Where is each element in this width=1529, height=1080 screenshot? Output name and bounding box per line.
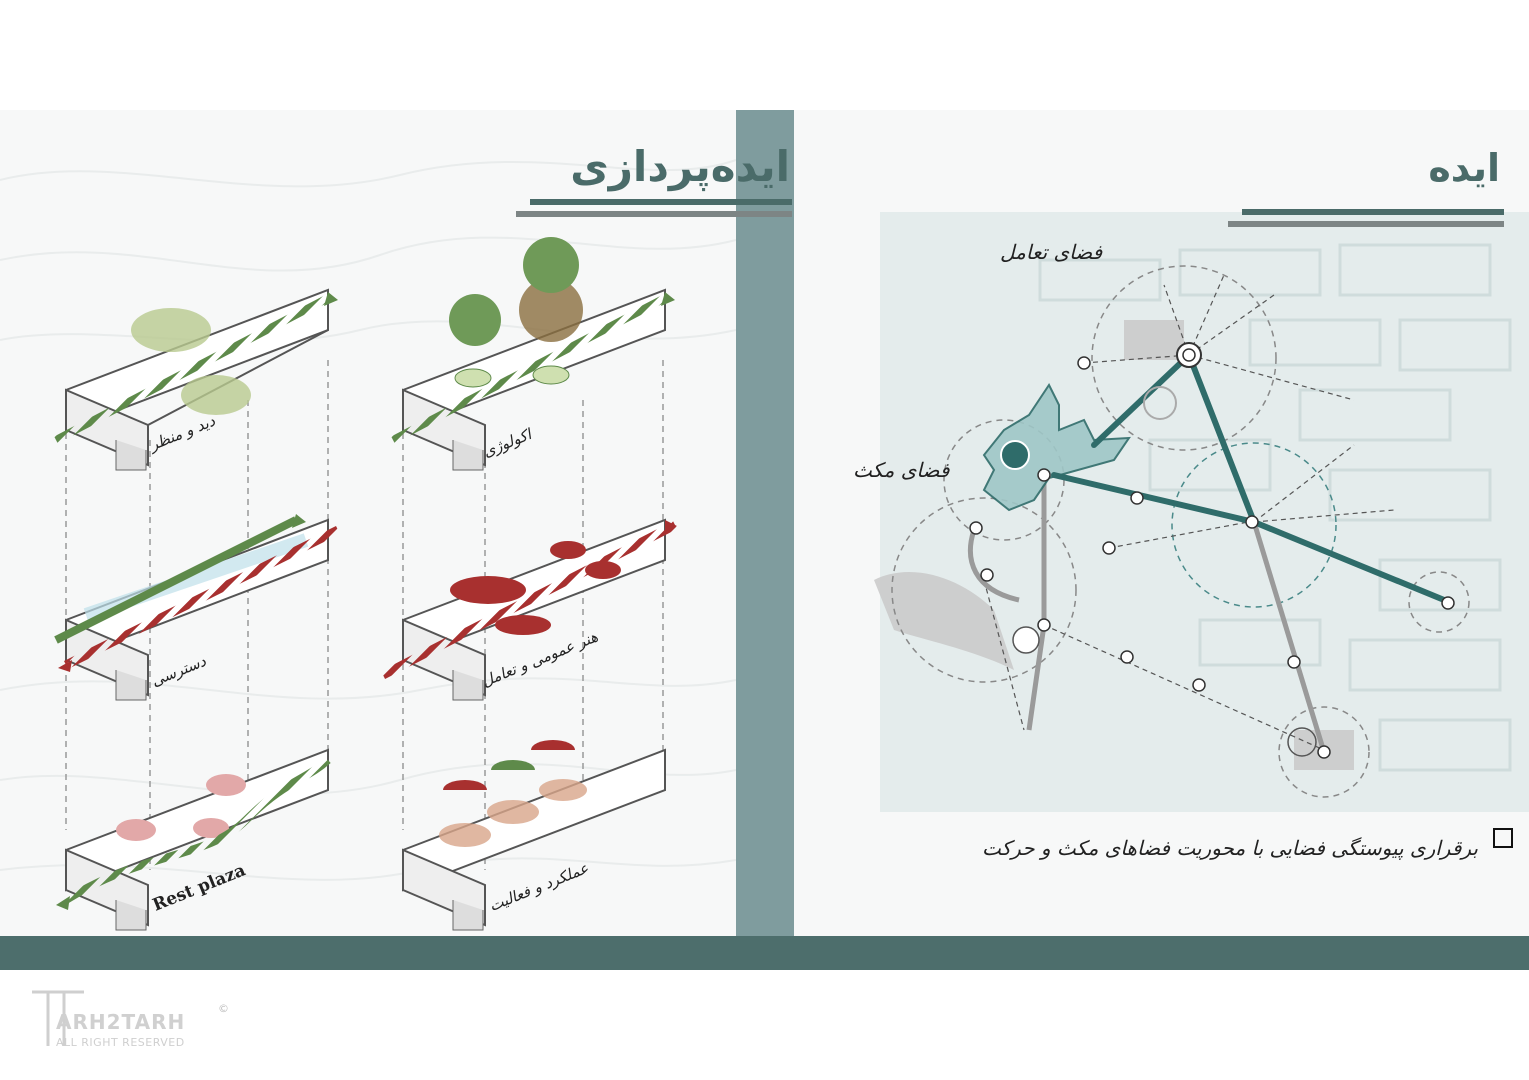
right-title-rule-bottom bbox=[1228, 221, 1504, 227]
slab-rest-plaza bbox=[56, 748, 331, 931]
left-title-rule-top bbox=[530, 199, 792, 205]
center-divider bbox=[736, 110, 794, 936]
left-title-rule-bottom bbox=[516, 211, 792, 217]
slab-function bbox=[402, 740, 666, 931]
logo-name: ARH2TARH bbox=[56, 1010, 186, 1034]
logo-mark bbox=[32, 990, 84, 1046]
bullet-text: برقراری پیوستگی فضایی با محوریت فضاهای م… bbox=[982, 836, 1478, 860]
slab-public-art bbox=[380, 518, 678, 701]
label-interaction-space: فضای تعامل bbox=[1000, 240, 1103, 264]
idea-diagrams bbox=[54, 237, 678, 931]
slab-landscape bbox=[54, 288, 338, 471]
left-title: ایده‌پردازی bbox=[570, 142, 790, 191]
logo-tagline: ALL RIGHT RESERVED bbox=[56, 1036, 185, 1049]
slab-ecology bbox=[391, 237, 675, 471]
slab-access bbox=[54, 514, 341, 701]
label-pause-space: فضای مکث bbox=[853, 458, 950, 482]
right-title-rule-top bbox=[1242, 209, 1504, 215]
logo-registered-mark: © bbox=[218, 1002, 229, 1015]
right-title: ایده bbox=[1428, 146, 1500, 190]
concept-diagram bbox=[874, 265, 1470, 798]
bullet-checkbox bbox=[1493, 828, 1513, 848]
footer-bar bbox=[0, 936, 1529, 970]
